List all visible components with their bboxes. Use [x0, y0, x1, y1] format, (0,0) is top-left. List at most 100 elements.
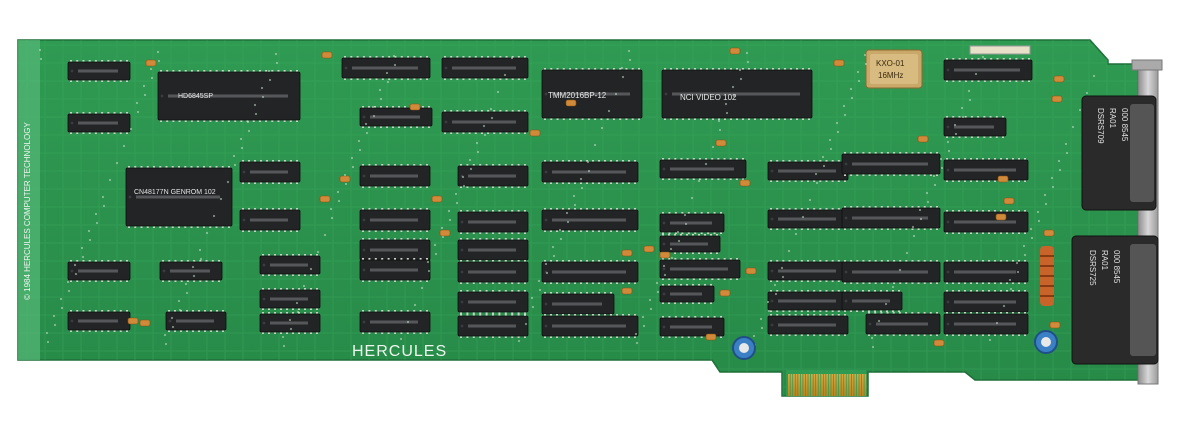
small-capacitor: [745, 267, 757, 275]
ic-chip: [943, 210, 1029, 234]
small-capacitor: [145, 59, 157, 67]
ic-chip: [239, 160, 301, 184]
board-edge-strip: [18, 40, 40, 360]
ic-chip: [661, 68, 813, 120]
ic-chip: [841, 260, 941, 284]
ic-chip: [943, 58, 1033, 82]
small-capacitor: [621, 287, 633, 295]
ic-chip: [541, 292, 615, 316]
ic-chip: [457, 314, 529, 338]
ic-chip: [259, 254, 321, 276]
ic-chip: [125, 166, 233, 228]
small-capacitor: [997, 175, 1009, 183]
svg-text:HD6845SP: HD6845SP: [178, 93, 213, 100]
small-capacitor: [319, 195, 331, 203]
parallel-connector-bottom: DSRS725 RA01 000 8545: [1071, 235, 1159, 365]
small-capacitor: [1051, 95, 1063, 103]
ic-chip: [457, 260, 529, 284]
ic-chip: [541, 260, 639, 284]
svg-text:RA01: RA01: [1100, 250, 1109, 271]
ic-chip: [767, 290, 849, 312]
small-capacitor: [719, 289, 731, 297]
small-capacitor: [339, 175, 351, 183]
capacitor-c43: [1034, 330, 1058, 354]
capacitor-c42: [732, 336, 756, 360]
small-capacitor: [933, 339, 945, 347]
ic-chip: [841, 152, 941, 176]
ic-chip: [457, 164, 529, 188]
small-capacitor: [715, 139, 727, 147]
small-capacitor: [1053, 75, 1065, 83]
svg-text:NCI VIDEO 102: NCI VIDEO 102: [680, 93, 737, 102]
small-capacitor: [995, 213, 1007, 221]
small-capacitor: [621, 249, 633, 257]
svg-text:KXO-01: KXO-01: [876, 59, 905, 68]
ic-chip: [457, 238, 529, 262]
small-capacitor: [321, 51, 333, 59]
resistor-stack: [1040, 246, 1054, 306]
small-capacitor: [1043, 229, 1055, 237]
small-capacitor: [139, 319, 151, 327]
svg-text:DSRS709: DSRS709: [1096, 108, 1105, 144]
small-capacitor: [739, 179, 751, 187]
ic-chip: [659, 158, 747, 180]
ic-chip: [239, 208, 301, 232]
copyright-silkscreen: © 1984 HERCULES COMPUTER TECHNOLOGY: [23, 122, 32, 300]
ic-chip: [943, 158, 1029, 182]
ic-chip: [341, 56, 431, 80]
ic-chip: [659, 316, 725, 338]
ic-chip: [943, 116, 1007, 138]
ic-chip: [943, 312, 1029, 336]
ic-chip: [541, 314, 639, 338]
ic-chip: [767, 314, 849, 336]
ic-chip: [359, 164, 431, 188]
svg-text:RA01: RA01: [1108, 108, 1117, 129]
ic-chip: [67, 260, 131, 282]
brand-silkscreen: HERCULES: [352, 343, 447, 360]
svg-text:TMM2016BP-12: TMM2016BP-12: [548, 91, 607, 100]
ic-chip: [259, 288, 321, 310]
ic-chip: [359, 310, 431, 334]
ic-chip: [767, 160, 849, 182]
small-capacitor: [833, 59, 845, 67]
ic-chip: [541, 208, 639, 232]
ic-chip: [67, 112, 131, 134]
small-capacitor: [659, 251, 671, 259]
svg-text:16MHz: 16MHz: [878, 71, 903, 80]
small-capacitor: [1049, 321, 1061, 329]
small-capacitor: [439, 229, 451, 237]
ic-chip: [359, 208, 431, 232]
ic-chip: [457, 210, 529, 234]
ic-chip: [159, 260, 223, 282]
ic-chip: [943, 260, 1029, 284]
small-capacitor: [729, 47, 741, 55]
ic-chip: [841, 206, 941, 230]
ic-chip: [865, 312, 941, 336]
ic-chip: [659, 234, 721, 254]
small-capacitor: [643, 245, 655, 253]
ic-chip: [441, 56, 529, 80]
pin-header: [969, 45, 1031, 55]
ic-chip: [659, 212, 725, 234]
crystal-oscillator: KXO-01 16MHz: [865, 49, 923, 89]
svg-text:000 8545: 000 8545: [1120, 108, 1129, 142]
ic-chip: [457, 290, 529, 314]
edge-connector: [786, 370, 867, 396]
ic-chip: [767, 208, 849, 230]
small-capacitor: [529, 129, 541, 137]
ic-chip: [541, 160, 639, 184]
small-capacitor: [1003, 197, 1015, 205]
ic-chip: [441, 110, 529, 134]
svg-text:000 8545: 000 8545: [1112, 250, 1121, 284]
serial-connector-top: DSRS709 RA01 000 8545: [1081, 95, 1157, 211]
ic-chip: [841, 290, 903, 312]
small-capacitor: [705, 333, 717, 341]
small-capacitor: [127, 317, 139, 325]
ic-chip: [359, 106, 433, 128]
ic-chip: [67, 60, 131, 82]
small-capacitor: [409, 103, 421, 111]
small-capacitor: [431, 195, 443, 203]
ic-chip: [359, 258, 431, 282]
